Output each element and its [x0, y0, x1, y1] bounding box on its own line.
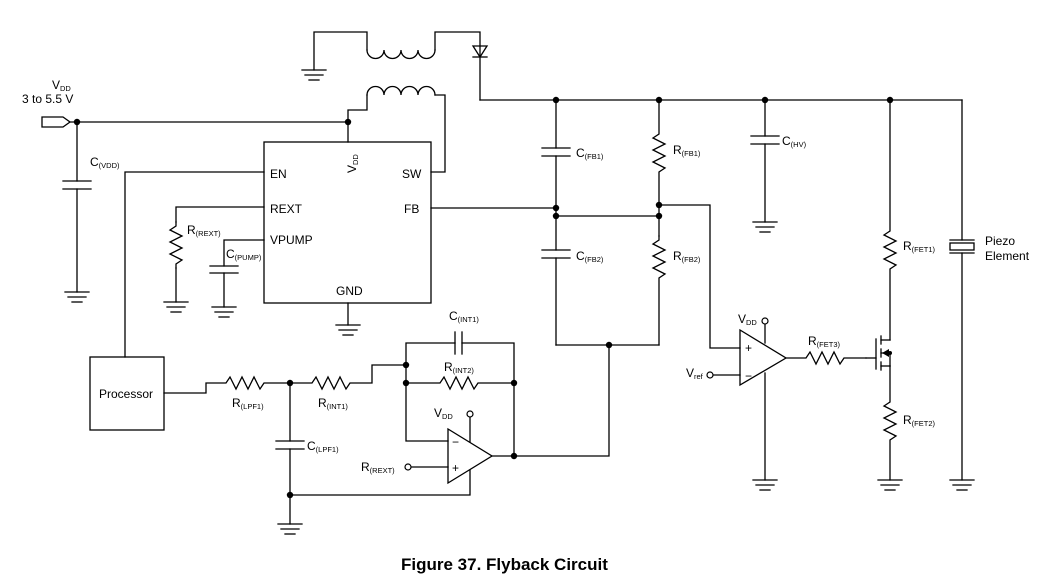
c-fb2-label: C(FB2) — [576, 249, 604, 264]
pin-vdd-label: VDD — [345, 154, 360, 173]
vdd-integrator-label: VDD — [434, 406, 453, 421]
pin-rext-label: REXT — [270, 202, 303, 216]
pin-gnd-label: GND — [336, 284, 363, 298]
en-wire — [124, 171, 265, 358]
vdd-range-label: 3 to 5.5 V — [22, 92, 73, 106]
pin-en-label: EN — [270, 167, 287, 181]
processor-label: Processor — [99, 387, 153, 401]
flyback-transformer — [301, 31, 481, 173]
r-int1-resistor — [289, 364, 407, 391]
c-fb2-capacitor — [541, 249, 571, 346]
output-diode — [471, 45, 489, 59]
mosfet-transistor — [865, 335, 892, 371]
r-lpf1-resistor — [163, 375, 291, 394]
driver-opamp-plus: + — [745, 341, 752, 355]
r-lpf1-label: R(LPF1) — [232, 396, 264, 411]
r-fet2-resistor — [877, 365, 903, 491]
r-fet3-resistor — [785, 350, 867, 366]
c-fb1-capacitor — [541, 99, 571, 251]
r-fb1-resistor — [651, 99, 667, 206]
r-fet2-label: R(FET2) — [903, 413, 936, 428]
r-fb2-resistor — [651, 235, 667, 346]
piezo-label-line2: Element — [985, 249, 1030, 263]
r-rext-resistor — [163, 206, 265, 313]
vdd-driver-label: VDD — [738, 312, 757, 327]
r-fb1-label: R(FB1) — [673, 143, 701, 158]
c-hv-capacitor — [750, 99, 780, 233]
vdd-input-label: VDD — [52, 78, 71, 93]
piezo-element — [949, 99, 975, 491]
pin-vpump-label: VPUMP — [270, 233, 313, 247]
r-int2-label: R(INT2) — [444, 360, 474, 375]
piezo-label-line1: Piezo — [985, 234, 1015, 248]
ic-gnd-symbol — [335, 302, 361, 336]
c-lpf1-label: C(LPF1) — [307, 439, 339, 454]
r-fet1-resistor — [882, 99, 898, 341]
r-fet1-label: R(FET1) — [903, 239, 936, 254]
integrator-opamp — [289, 410, 515, 496]
driver-opamp — [706, 317, 788, 491]
r-fet3-label: R(FET3) — [808, 334, 841, 349]
pin-fb-label: FB — [404, 202, 419, 216]
c-pump-label: C(PUMP) — [226, 247, 262, 262]
integrator-feedback — [402, 331, 518, 460]
c-pump-capacitor — [209, 239, 265, 318]
r-fb2-label: R(FB2) — [673, 249, 701, 264]
driver-opamp-minus: − — [745, 369, 752, 383]
r-rext-input-label: R(REXT) — [361, 460, 395, 475]
c-hv-label: C(HV) — [782, 134, 807, 149]
integrator-opamp-minus: − — [452, 435, 459, 449]
integrator-opamp-plus: + — [452, 461, 459, 475]
c-int1-label: C(INT1) — [449, 309, 479, 324]
c-lpf1-capacitor — [275, 382, 305, 535]
vdd-input-terminal — [41, 116, 352, 128]
c-fb1-label: C(FB1) — [576, 146, 604, 161]
vref-label: Vref — [686, 366, 704, 381]
c-vdd-label: C(VDD) — [90, 155, 120, 170]
r-rext-label: R(REXT) — [187, 223, 221, 238]
pin-sw-label: SW — [402, 167, 422, 181]
r-int1-label: R(INT1) — [318, 396, 348, 411]
figure-caption: Figure 37. Flyback Circuit — [401, 555, 608, 574]
c-vdd-capacitor — [62, 121, 92, 303]
